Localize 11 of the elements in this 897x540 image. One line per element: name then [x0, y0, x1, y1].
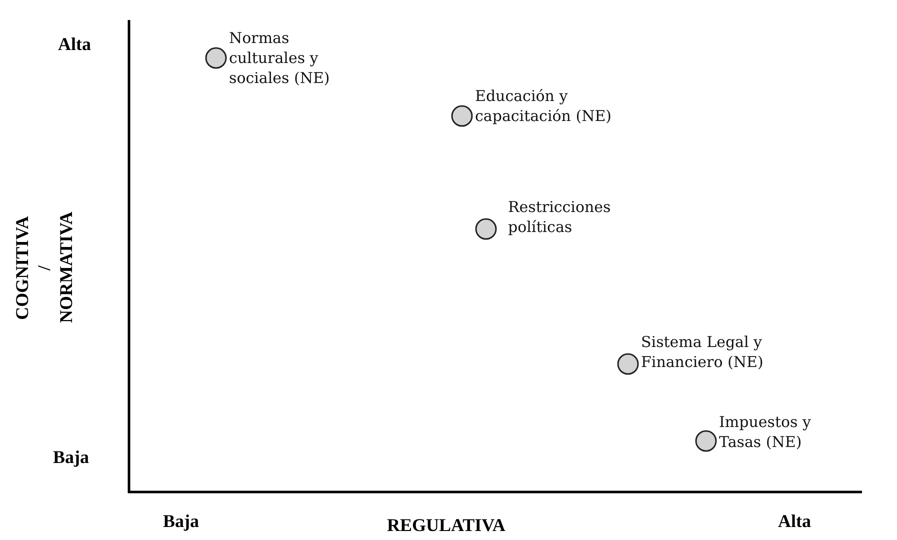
- axis-tick-label: Baja: [53, 447, 89, 468]
- axis-tick-label: Alta: [58, 34, 91, 55]
- axis-title: REGULATIVA: [387, 515, 506, 536]
- point-label: Educación y capacitación (NE): [475, 86, 612, 126]
- axis-tick-label: Baja: [163, 511, 199, 532]
- axis-tick-label: Alta: [778, 511, 811, 532]
- point-label: Impuestos y Tasas (NE): [719, 412, 812, 452]
- axis-title: COGNITIVA / NORMATIVA: [11, 213, 77, 323]
- point-label: Sistema Legal y Financiero (NE): [641, 332, 764, 372]
- point-label: Normas culturales y sociales (NE): [229, 28, 331, 88]
- point-label: Restricciones políticas: [508, 197, 612, 237]
